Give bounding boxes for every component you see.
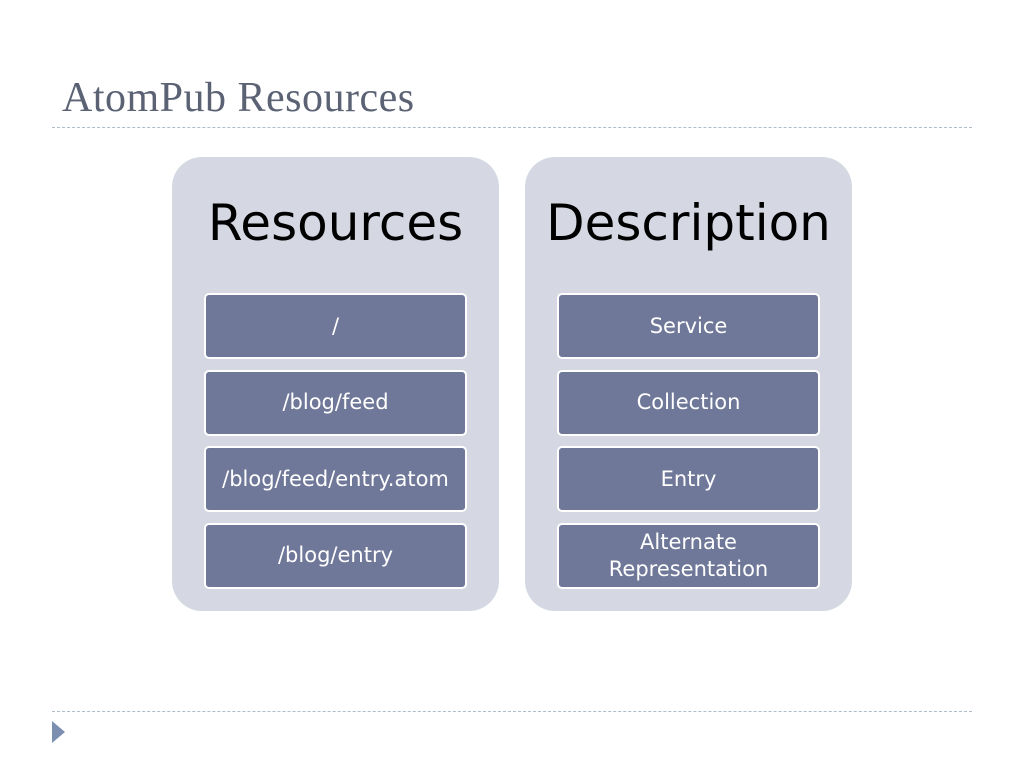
description-box-alternate-representation: Alternate Representation (557, 522, 820, 589)
resources-heading: Resources (207, 194, 464, 252)
resources-panel: Resources / /blog/feed /blog/feed/entry.… (172, 157, 499, 611)
description-panel: Description Service Collection Entry Alt… (525, 157, 852, 611)
description-box-entry: Entry (557, 446, 820, 512)
slide-title: AtomPub Resources (62, 75, 415, 121)
resource-box-entry-atom: /blog/feed/entry.atom (204, 446, 467, 512)
resource-box-feed: /blog/feed (204, 369, 467, 436)
resource-box-entry: /blog/entry (204, 522, 467, 589)
title-divider (52, 127, 972, 128)
resource-box-root: / (204, 293, 467, 359)
description-heading: Description (546, 194, 831, 252)
triangle-right-icon (52, 721, 65, 743)
footer-divider (52, 711, 972, 712)
resources-list: / /blog/feed /blog/feed/entry.atom /blog… (204, 293, 467, 599)
description-box-service: Service (557, 293, 820, 359)
description-box-collection: Collection (557, 369, 820, 436)
description-list: Service Collection Entry Alternate Repre… (557, 293, 820, 599)
